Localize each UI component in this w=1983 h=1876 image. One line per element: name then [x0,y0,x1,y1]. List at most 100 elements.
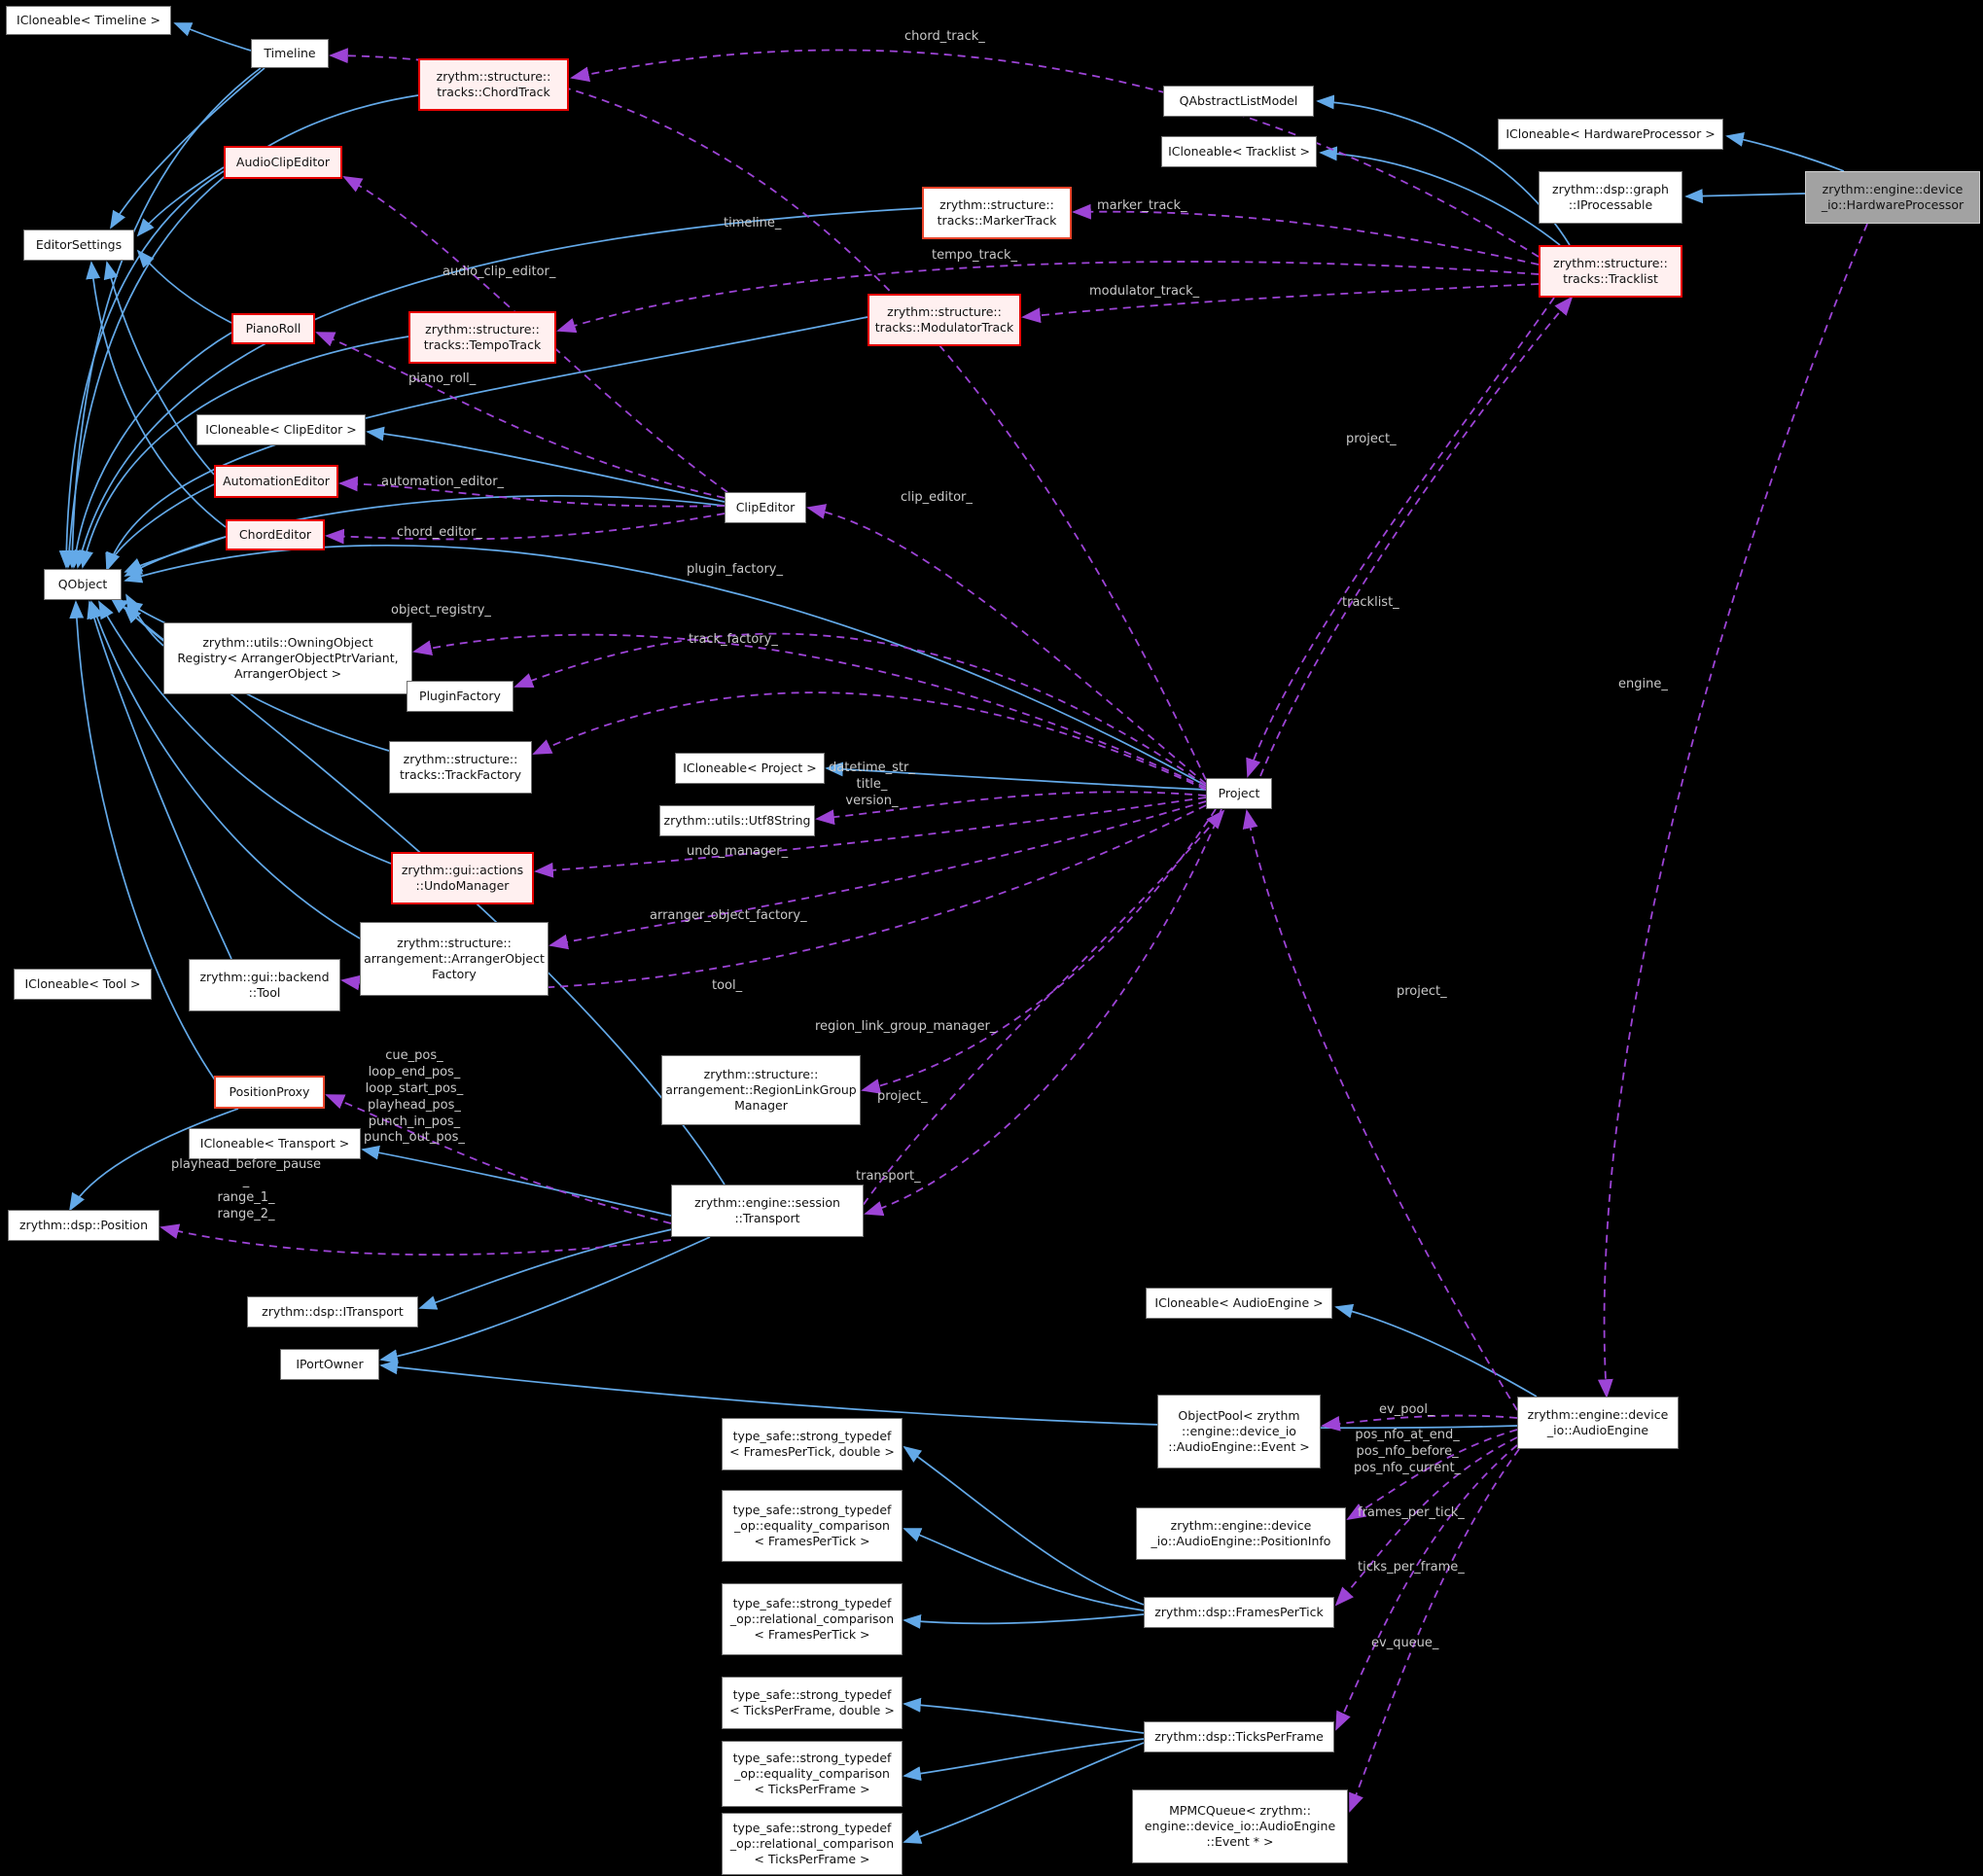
node-iportowner[interactable]: IPortOwner [280,1349,379,1380]
node-objectpool[interactable]: ObjectPool< zrythm ::engine::device_io :… [1157,1395,1321,1469]
node-tracklist[interactable]: zrythm::structure:: tracks::Tracklist [1539,245,1682,298]
node-positionproxy[interactable]: PositionProxy [214,1076,325,1109]
inheritance-edge-19 [1725,132,1845,172]
inheritance-edge-25 [89,600,361,939]
inheritance-edge-30 [418,1226,682,1310]
usage-edge-58 [549,800,1207,950]
inheritance-edge-26 [87,600,232,960]
node-undomanager[interactable]: zrythm::gui::actions ::UndoManager [391,852,534,904]
inheritance-edge-20 [1684,189,1806,204]
inheritance-edge-27 [69,600,217,1082]
node-icl_tool[interactable]: ICloneable< Tool > [14,969,152,1000]
usage-edge-45 [556,261,1540,334]
usage-edge-61 [855,809,1225,1217]
inheritance-edge-31 [379,1236,711,1364]
node-utf8string[interactable]: zrythm::utils::Utf8String [659,805,815,836]
usage-edge-50 [338,476,726,508]
node-icl_clipeditor[interactable]: ICloneable< ClipEditor > [196,414,366,445]
inheritance-edge-37 [903,1445,1145,1606]
node-icl_hwproc[interactable]: ICloneable< HardwareProcessor > [1498,119,1723,150]
usage-edge-68 [1242,809,1518,1411]
node-project[interactable]: Project [1206,778,1272,809]
inheritance-edge-42 [903,1742,1145,1844]
inheritance-edge-15 [74,207,923,569]
usage-edge-69 [1321,1414,1518,1432]
usage-edge-51 [325,513,726,545]
node-audioclipeditor[interactable]: AudioClipEditor [224,146,342,179]
node-position[interactable]: zrythm::dsp::Position [8,1210,159,1241]
node-automationeditor[interactable]: AutomationEditor [214,465,338,498]
usage-edge-65 [1246,297,1555,778]
node-qobject[interactable]: QObject [44,569,122,600]
node-regionlink[interactable]: zrythm::structure:: arrangement::RegionL… [661,1055,861,1125]
node-markertrack[interactable]: zrythm::structure:: tracks::MarkerTrack [922,187,1072,239]
usage-edge-48 [342,176,728,493]
node-owningreg[interactable]: zrythm::utils::OwningObject Registry< Ar… [163,622,412,694]
node-ts_ft_rel[interactable]: type_safe::strong_typedef _op::relationa… [722,1583,903,1655]
usage-edge-56 [815,791,1207,826]
inheritance-edge-4 [58,170,225,569]
node-tool[interactable]: zrythm::gui::backend ::Tool [189,959,340,1011]
usage-edge-73 [1349,1448,1520,1813]
node-ts_tf_double[interactable]: type_safe::strong_typedef < TicksPerFram… [722,1677,903,1729]
usage-edge-44 [1072,203,1540,265]
usage-edge-67 [1597,223,1868,1398]
usage-edge-66 [1259,296,1574,777]
node-icl_tracklist[interactable]: ICloneable< Tracklist > [1161,136,1317,167]
usage-edge-53 [412,633,1207,789]
node-ts_ft_double[interactable]: type_safe::strong_typedef < FramesPerTic… [722,1418,903,1470]
node-tempotrack[interactable]: zrythm::structure:: tracks::TempoTrack [408,311,556,364]
node-pianoroll[interactable]: PianoRoll [231,313,315,344]
node-itransport[interactable]: zrythm::dsp::ITransport [247,1296,418,1327]
usage-edge-54 [513,632,1207,787]
inheritance-edge-1 [110,67,266,230]
node-iprocessable[interactable]: zrythm::dsp::graph ::IProcessable [1539,171,1682,224]
node-chord_track[interactable]: zrythm::structure:: tracks::ChordTrack [418,58,569,111]
node-framespertick[interactable]: zrythm::dsp::FramesPerTick [1144,1597,1334,1628]
node-positioninfo[interactable]: zrythm::engine::device _io::AudioEngine:… [1136,1507,1346,1560]
inheritance-edge-3 [136,166,225,237]
inheritance-edge-36 [379,1360,1518,1430]
inheritance-edge-18 [1319,146,1561,246]
node-modulatortrack[interactable]: zrythm::structure:: tracks::ModulatorTra… [868,294,1021,346]
node-icl_audioengine[interactable]: ICloneable< AudioEngine > [1146,1288,1332,1319]
inheritance-edge-14 [79,336,409,569]
usage-edge-72 [1335,1444,1518,1731]
node-trackfactory[interactable]: zrythm::structure:: tracks::TrackFactory [389,741,532,794]
inheritance-edge-12 [124,494,726,577]
usage-edge-46 [1021,283,1540,324]
inheritance-edge-10 [124,536,227,573]
usage-edge-57 [534,796,1207,878]
node-qabstractlistmodel[interactable]: QAbstractListModel [1163,86,1314,117]
node-editorsettings[interactable]: EditorSettings [23,230,134,261]
node-ts_tf_eq[interactable]: type_safe::strong_typedef _op::equality_… [722,1741,903,1807]
node-timeline[interactable]: Timeline [251,39,329,68]
usage-edge-62 [864,808,1222,1217]
node-transport[interactable]: zrythm::engine::session ::Transport [671,1185,864,1237]
node-chordeditor[interactable]: ChordEditor [226,519,325,550]
node-clipeditor[interactable]: ClipEditor [725,492,806,523]
inheritance-edge-5 [136,249,232,324]
inheritance-edge-6 [68,332,232,569]
usage-edge-71 [1334,1436,1518,1607]
inheritance-edge-33 [825,761,1207,791]
node-icl_timeline[interactable]: ICloneable< Timeline > [6,6,171,35]
usage-edge-55 [532,691,1207,791]
inheritance-edge-34 [124,545,1207,787]
usage-edge-52 [806,504,1207,785]
node-ts_tf_rel[interactable]: type_safe::strong_typedef _op::relationa… [722,1813,903,1875]
usage-edge-64 [159,1223,672,1257]
node-ts_ft_eq[interactable]: type_safe::strong_typedef _op::equality_… [722,1490,903,1562]
node-hwproc[interactable]: zrythm::engine::device _io::HardwareProc… [1805,171,1980,224]
usage-edge-63 [325,1094,672,1224]
inheritance-edge-38 [903,1528,1145,1611]
node-audioengine[interactable]: zrythm::engine::device _io::AudioEngine [1517,1397,1679,1449]
usage-edge-60 [861,808,1217,1094]
node-pluginfactory[interactable]: PluginFactory [407,681,513,712]
node-ticksperframe[interactable]: zrythm::dsp::TicksPerFrame [1144,1721,1334,1752]
node-mpmcqueue[interactable]: MPMCQueue< zrythm:: engine::device_io::A… [1132,1789,1348,1863]
inheritance-edge-11 [366,426,726,503]
node-icl_transport[interactable]: ICloneable< Transport > [189,1128,361,1159]
node-icl_project[interactable]: ICloneable< Project > [675,753,825,784]
node-arrfactory[interactable]: zrythm::structure:: arrangement::Arrange… [360,922,549,996]
